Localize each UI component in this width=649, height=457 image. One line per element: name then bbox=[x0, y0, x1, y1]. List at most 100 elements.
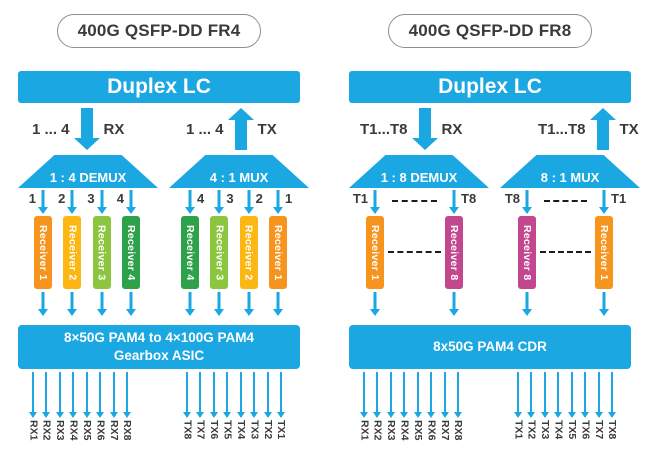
demux-receiver-bars: Receiver 1 Receiver 8 bbox=[366, 216, 463, 316]
fanout-lane: TX2 bbox=[525, 372, 538, 440]
lane-down-arrow-icon bbox=[599, 190, 609, 214]
lane-down-arrow-icon bbox=[273, 190, 283, 214]
lane-number: T8 bbox=[504, 191, 520, 206]
receiver-bar-label: Receiver 1 bbox=[37, 224, 49, 281]
receiver-bar: Receiver 4 bbox=[121, 216, 140, 289]
receiver-unit: Receiver 3 bbox=[92, 216, 111, 316]
fanout-label: TX6 bbox=[579, 420, 592, 440]
lane-down-arrow-icon bbox=[38, 190, 48, 214]
receiver-bar-label: Receiver 1 bbox=[369, 224, 381, 281]
fanout-lane: RX7 bbox=[439, 372, 451, 440]
fanout-lane: RX5 bbox=[412, 372, 424, 440]
fanout-label: RX4 bbox=[67, 420, 80, 441]
fanout-lane: TX5 bbox=[566, 372, 578, 439]
receiver-bar-label: Receiver 3 bbox=[213, 224, 226, 281]
lane-number: 3 bbox=[87, 191, 95, 206]
lane-number: 2 bbox=[255, 191, 263, 206]
fanout-down-arrow-icon bbox=[42, 372, 51, 418]
fanout-down-arrow-icon bbox=[386, 372, 395, 418]
lane-number: T8 bbox=[461, 191, 477, 206]
fanout-label: TX6 bbox=[208, 420, 221, 440]
gearbox-box-line1: 8×50G PAM4 to 4×100G PAM4 bbox=[63, 330, 255, 346]
rx-lane-range-label: T1...T8 bbox=[360, 120, 408, 138]
lane-number: 1 bbox=[28, 191, 36, 206]
fanout-down-arrow-icon bbox=[554, 372, 563, 418]
mux-lane-last: T1 bbox=[595, 190, 626, 214]
fanout-down-arrow-icon bbox=[594, 372, 603, 418]
fanout-label: TX7 bbox=[592, 420, 605, 440]
demux-lane: 4 bbox=[117, 190, 140, 214]
receiver-bar: Receiver 1 bbox=[34, 216, 52, 289]
fanout-lane: TX7 bbox=[593, 372, 605, 439]
fanout-label: RX2 bbox=[40, 420, 53, 441]
fanout-lane: RX6 bbox=[425, 372, 437, 440]
receiver-output-arrow-icon bbox=[273, 292, 283, 316]
receiver-output-arrow-icon bbox=[522, 292, 532, 316]
fanout-down-arrow-icon bbox=[250, 372, 259, 418]
fanout-down-arrow-icon bbox=[55, 372, 64, 418]
receiver-bar: Receiver 1 bbox=[595, 216, 613, 289]
fanout-label: TX2 bbox=[261, 420, 274, 440]
tx-io-row: 1 ... 4 TX bbox=[186, 108, 277, 150]
mux-lane-first: T8 bbox=[505, 190, 536, 214]
receiver-bar: Receiver 1 bbox=[268, 216, 287, 289]
fanout-lane: RX1 bbox=[27, 372, 39, 440]
receiver-bar-label: Receiver 4 bbox=[184, 224, 196, 281]
fanout-down-arrow-icon bbox=[276, 372, 285, 418]
fanout-down-arrow-icon bbox=[440, 372, 449, 418]
tx-direction-label: TX bbox=[619, 120, 639, 138]
fanout-lane: TX4 bbox=[235, 372, 247, 439]
receiver-bar: Receiver 1 bbox=[366, 216, 384, 289]
lane-number: 4 bbox=[116, 191, 124, 206]
lane-down-arrow-icon bbox=[185, 190, 195, 214]
fanout-lane: TX6 bbox=[208, 372, 220, 439]
mux-receiver-bars: Receiver 8 Receiver 1 bbox=[518, 216, 613, 316]
fanout-lane: TX3 bbox=[539, 372, 551, 439]
duplex-lc-box: Duplex LC bbox=[349, 71, 631, 103]
fanout-label: TX1 bbox=[512, 420, 525, 440]
fanout-lane: TX8 bbox=[606, 372, 618, 439]
fanout-lane: TX2 bbox=[262, 372, 274, 439]
mux-receiver-bars: Receiver 4 Receiver 3 Receiver 2 Receive… bbox=[181, 216, 287, 316]
fanout-label: TX3 bbox=[248, 420, 261, 440]
lane-down-arrow-icon bbox=[126, 190, 136, 214]
receiver-unit: Receiver 8 bbox=[445, 216, 463, 316]
rx-fanout: RX1 RX2 RX3 RX4 RX5 RX6 RX7 RX8 bbox=[358, 372, 464, 440]
fanout-label: TX8 bbox=[181, 420, 194, 440]
lane-down-arrow-icon bbox=[522, 190, 532, 214]
receiver-bar-label: Receiver 3 bbox=[95, 224, 108, 281]
fanout-label: TX2 bbox=[525, 420, 538, 440]
panel-fr8: 400G QSFP-DD FR8 Duplex LC T1...T8 RX T1… bbox=[349, 0, 640, 457]
lane-down-arrow-icon bbox=[244, 190, 254, 214]
lane-down-arrow-icon bbox=[370, 190, 380, 214]
fanout-label: RX5 bbox=[80, 420, 93, 441]
fanout-lane: RX1 bbox=[358, 372, 370, 440]
fanout-label: RX3 bbox=[385, 420, 398, 441]
receiver-bar-label: Receiver 2 bbox=[66, 224, 79, 281]
fanout-label: RX8 bbox=[452, 420, 465, 441]
fanout-label: TX5 bbox=[221, 420, 234, 440]
demux-lane: 3 bbox=[87, 190, 111, 214]
fanout-down-arrow-icon bbox=[400, 372, 409, 418]
demux-lane-row: T1 T8 bbox=[353, 190, 476, 214]
receiver-output-arrow-icon bbox=[67, 292, 77, 316]
fanout-lane: RX8 bbox=[452, 372, 464, 440]
fr8-title-pill: 400G QSFP-DD FR8 bbox=[388, 14, 592, 48]
fanout-label: TX3 bbox=[539, 420, 552, 440]
rx-lane-range-label: 1 ... 4 bbox=[32, 120, 70, 138]
fr4-title-text: 400G QSFP-DD FR4 bbox=[77, 21, 241, 40]
mux-lane: 1 bbox=[269, 190, 292, 214]
fanout-lane: RX4 bbox=[398, 372, 411, 440]
demux-lane: 1 bbox=[29, 190, 52, 214]
receiver-output-arrow-icon bbox=[126, 292, 136, 316]
receiver-unit: Receiver 1 bbox=[34, 216, 52, 316]
fanout-down-arrow-icon bbox=[109, 372, 118, 418]
rx-fanout: RX1 RX2 RX3 RX4 RX5 RX6 RX7 RX8 bbox=[27, 372, 133, 440]
fanout-down-arrow-icon bbox=[209, 372, 218, 418]
receiver-bar: Receiver 8 bbox=[518, 216, 536, 289]
fanout-lane: TX1 bbox=[512, 372, 524, 439]
demux-trapezoid: 1 : 4 DEMUX bbox=[18, 155, 158, 188]
fanout-down-arrow-icon bbox=[581, 372, 590, 418]
receiver-bar-label: Receiver 1 bbox=[271, 224, 284, 281]
receiver-bar: Receiver 3 bbox=[210, 216, 229, 289]
